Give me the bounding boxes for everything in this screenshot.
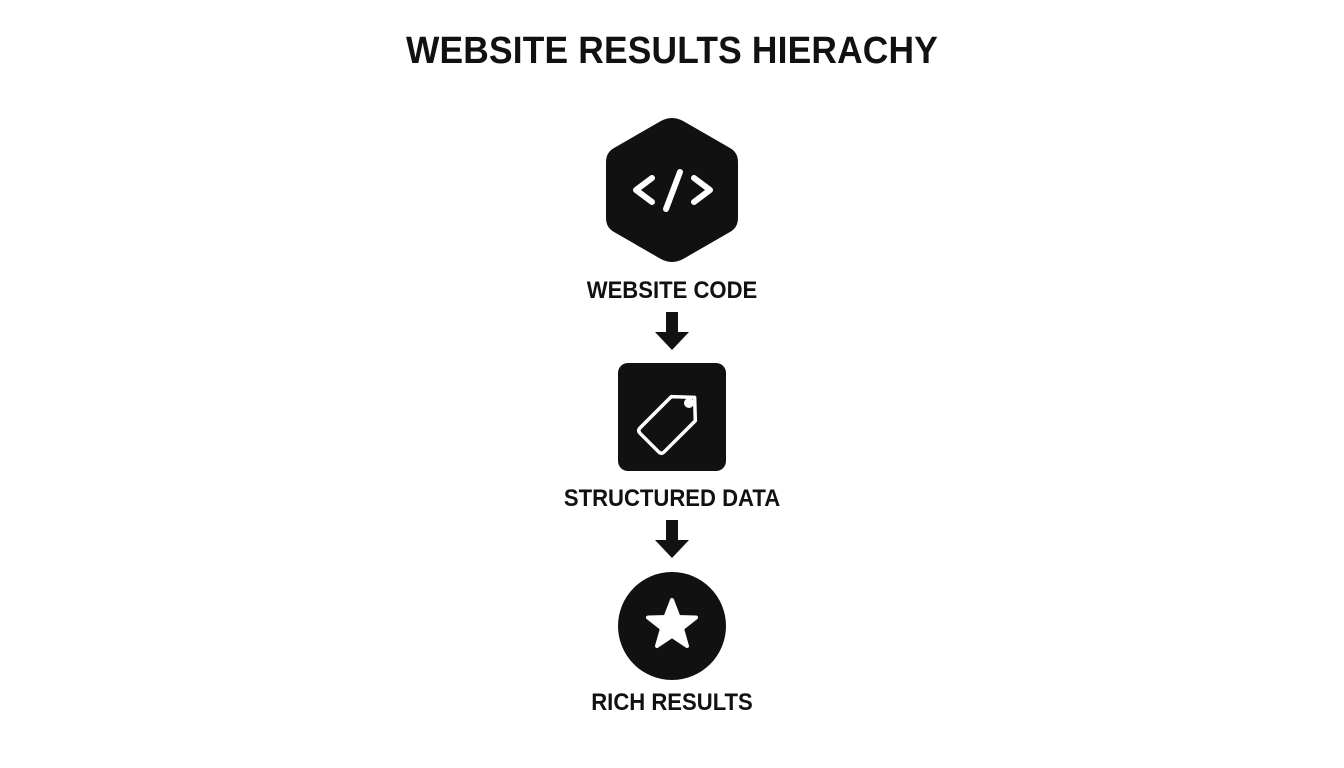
arrow-down-1 <box>655 312 689 350</box>
arrow-down-2 <box>655 520 689 558</box>
structured-data-node <box>618 363 726 471</box>
website-code-node <box>606 118 738 262</box>
star-icon <box>646 598 698 648</box>
code-icon <box>633 169 713 212</box>
rich-results-label: RICH RESULTS <box>591 689 753 716</box>
rich-results-node <box>618 572 726 680</box>
diagram-title: WEBSITE RESULTS HIERACHY <box>406 30 938 72</box>
structured-data-label: STRUCTURED DATA <box>563 485 781 512</box>
tag-hole <box>684 398 694 408</box>
website-code-label: WEBSITE CODE <box>586 277 758 304</box>
tag-icon <box>637 394 698 455</box>
rounded-square-shape <box>618 363 726 471</box>
